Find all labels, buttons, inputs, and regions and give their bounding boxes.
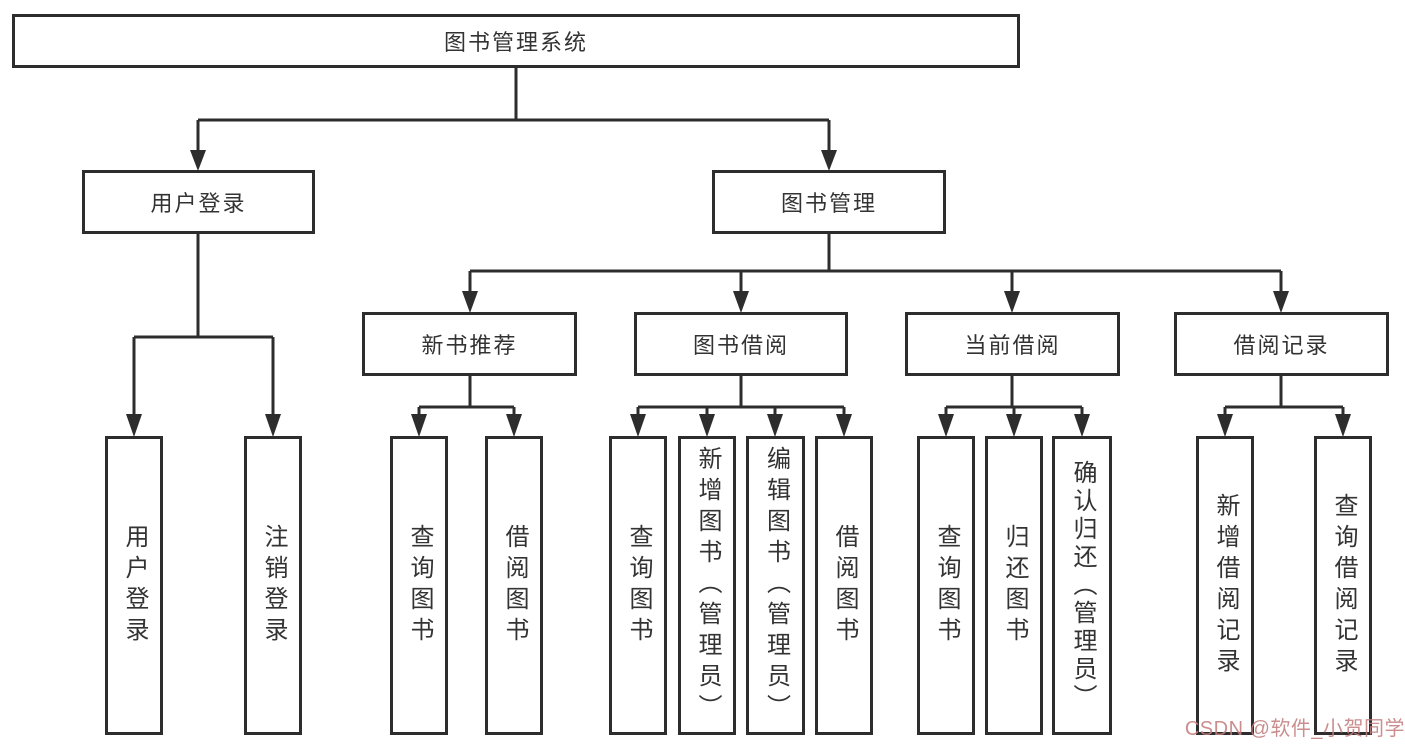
node-current-borrowing: 当前借阅 [905,312,1120,376]
leaf-query-borrow-record: 查询借阅记录 [1314,436,1372,735]
leaf-logout: 注销登录 [244,436,302,735]
connector-book-management-to-sections [462,234,1289,313]
leaf-borrow-books-recommend-label: 借阅图书 [501,523,528,648]
node-root-label: 图书管理系统 [443,30,588,55]
node-book-borrowing: 图书借阅 [634,312,848,376]
node-book-management-label: 图书管理 [780,191,877,216]
connector-new-book-recommend-to-leaves [411,376,522,437]
leaf-user-login: 用户登录 [105,436,163,735]
leaf-add-books-admin: 新增图书（管理员） [678,436,736,735]
leaf-query-borrow-record-label: 查询借阅记录 [1330,492,1357,679]
leaf-query-books-current-label: 查询图书 [933,523,960,648]
leaf-add-borrow-record: 新增借阅记录 [1196,436,1254,735]
leaf-query-books-borrowing: 查询图书 [609,436,667,735]
connector-current-borrowing-to-leaves [938,376,1090,437]
leaf-edit-books-admin-label: 编辑图书（管理员） [762,446,790,725]
connector-user-login-to-leaves [126,234,281,437]
node-user-login: 用户登录 [82,170,315,234]
leaf-confirm-return-admin: 确认归还（管理员） [1052,436,1112,735]
node-root: 图书管理系统 [12,14,1020,68]
leaf-query-books-current: 查询图书 [917,436,975,735]
connector-root-to-level2 [190,68,837,171]
node-new-book-recommend: 新书推荐 [362,312,577,376]
leaf-query-books-borrowing-label: 查询图书 [625,523,652,648]
connector-book-borrowing-to-leaves [630,376,852,437]
leaf-logout-label: 注销登录 [260,523,287,648]
leaf-return-books: 归还图书 [985,436,1043,735]
leaf-user-login-label: 用户登录 [121,523,148,648]
connector-borrowing-records-to-leaves [1217,376,1351,437]
leaf-return-books-label: 归还图书 [1001,523,1028,648]
node-user-login-label: 用户登录 [150,191,247,216]
node-current-borrowing-label: 当前借阅 [964,333,1061,358]
node-borrowing-records: 借阅记录 [1174,312,1389,376]
leaf-borrow-books-label: 借阅图书 [831,523,858,648]
leaf-confirm-return-admin-label: 确认归还（管理员） [1069,459,1096,712]
leaf-add-borrow-record-label: 新增借阅记录 [1212,492,1239,679]
csdn-watermark: CSDN @软件_小贺同学 [1184,718,1405,740]
leaf-borrow-books: 借阅图书 [815,436,873,735]
node-borrowing-records-label: 借阅记录 [1233,333,1330,358]
leaf-edit-books-admin: 编辑图书（管理员） [746,436,805,735]
leaf-add-books-admin-label: 新增图书（管理员） [694,446,721,725]
leaf-query-books-recommend: 查询图书 [390,436,448,735]
node-new-book-recommend-label: 新书推荐 [421,333,518,358]
node-book-borrowing-label: 图书借阅 [692,333,789,358]
leaf-borrow-books-recommend: 借阅图书 [485,436,543,735]
node-book-management: 图书管理 [712,170,946,234]
leaf-query-books-recommend-label: 查询图书 [406,523,433,648]
